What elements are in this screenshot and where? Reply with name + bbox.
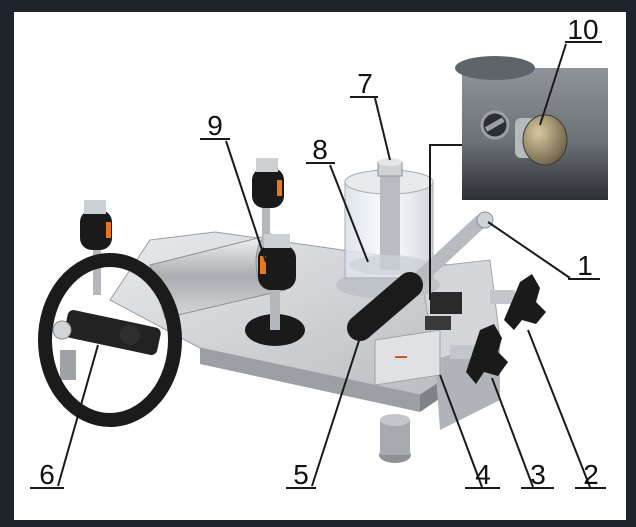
star-knob-upper xyxy=(490,274,546,330)
leader-lines xyxy=(30,41,606,489)
block-logo-text: ▬▬ xyxy=(395,354,407,360)
callout-1: 1 xyxy=(577,250,593,281)
callout-6: 6 xyxy=(39,459,55,490)
callout-4: 4 xyxy=(475,459,491,490)
star-knob-lower xyxy=(450,324,508,384)
callout-2: 2 xyxy=(583,459,599,490)
callout-10: 10 xyxy=(567,14,599,45)
callout-8: 8 xyxy=(312,134,328,165)
callout-7: 7 xyxy=(357,68,373,99)
callout-9: 9 xyxy=(207,110,223,141)
callout-5: 5 xyxy=(293,459,309,490)
lever-handle xyxy=(347,211,494,341)
inset-detail xyxy=(455,56,608,200)
callout-3: 3 xyxy=(530,459,546,490)
handwheel xyxy=(38,253,182,427)
gauge-connector-front xyxy=(245,234,305,346)
gauge-connector-center xyxy=(252,158,284,240)
block-nameplate xyxy=(430,292,462,314)
oil-reservoir xyxy=(336,158,440,299)
